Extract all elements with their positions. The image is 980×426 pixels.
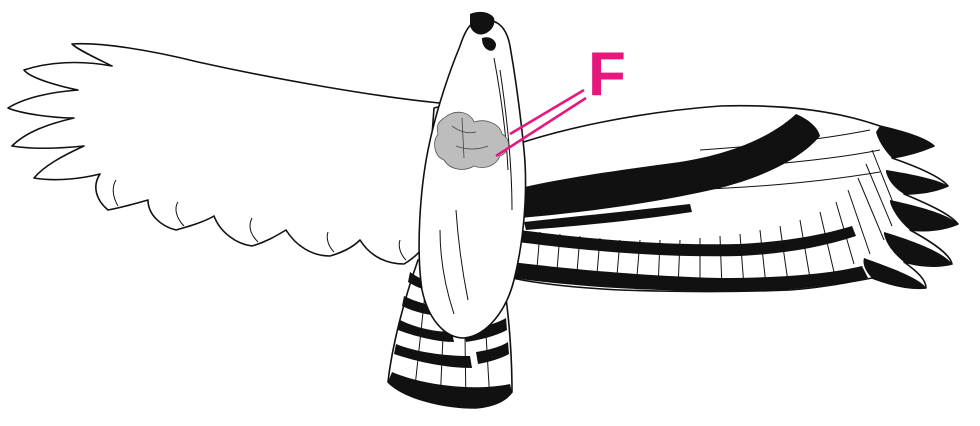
callout-label-f: F — [588, 40, 626, 109]
covert-band — [512, 114, 820, 218]
left-wing-scallops — [112, 179, 407, 261]
beak — [470, 11, 495, 35]
tail-shafts — [413, 265, 491, 407]
leader-line-upper — [509, 88, 585, 136]
body-contours — [439, 57, 513, 315]
callout-leader-lines — [495, 88, 587, 158]
crop-patch-detail — [451, 117, 489, 159]
body — [418, 19, 527, 339]
wing-tip-markings — [512, 126, 958, 292]
wing-feather-lines — [535, 129, 897, 290]
left-wing — [7, 42, 451, 265]
eye-stripe — [482, 37, 496, 51]
covert-band-lower — [524, 204, 692, 230]
leader-line-lower — [495, 96, 587, 158]
